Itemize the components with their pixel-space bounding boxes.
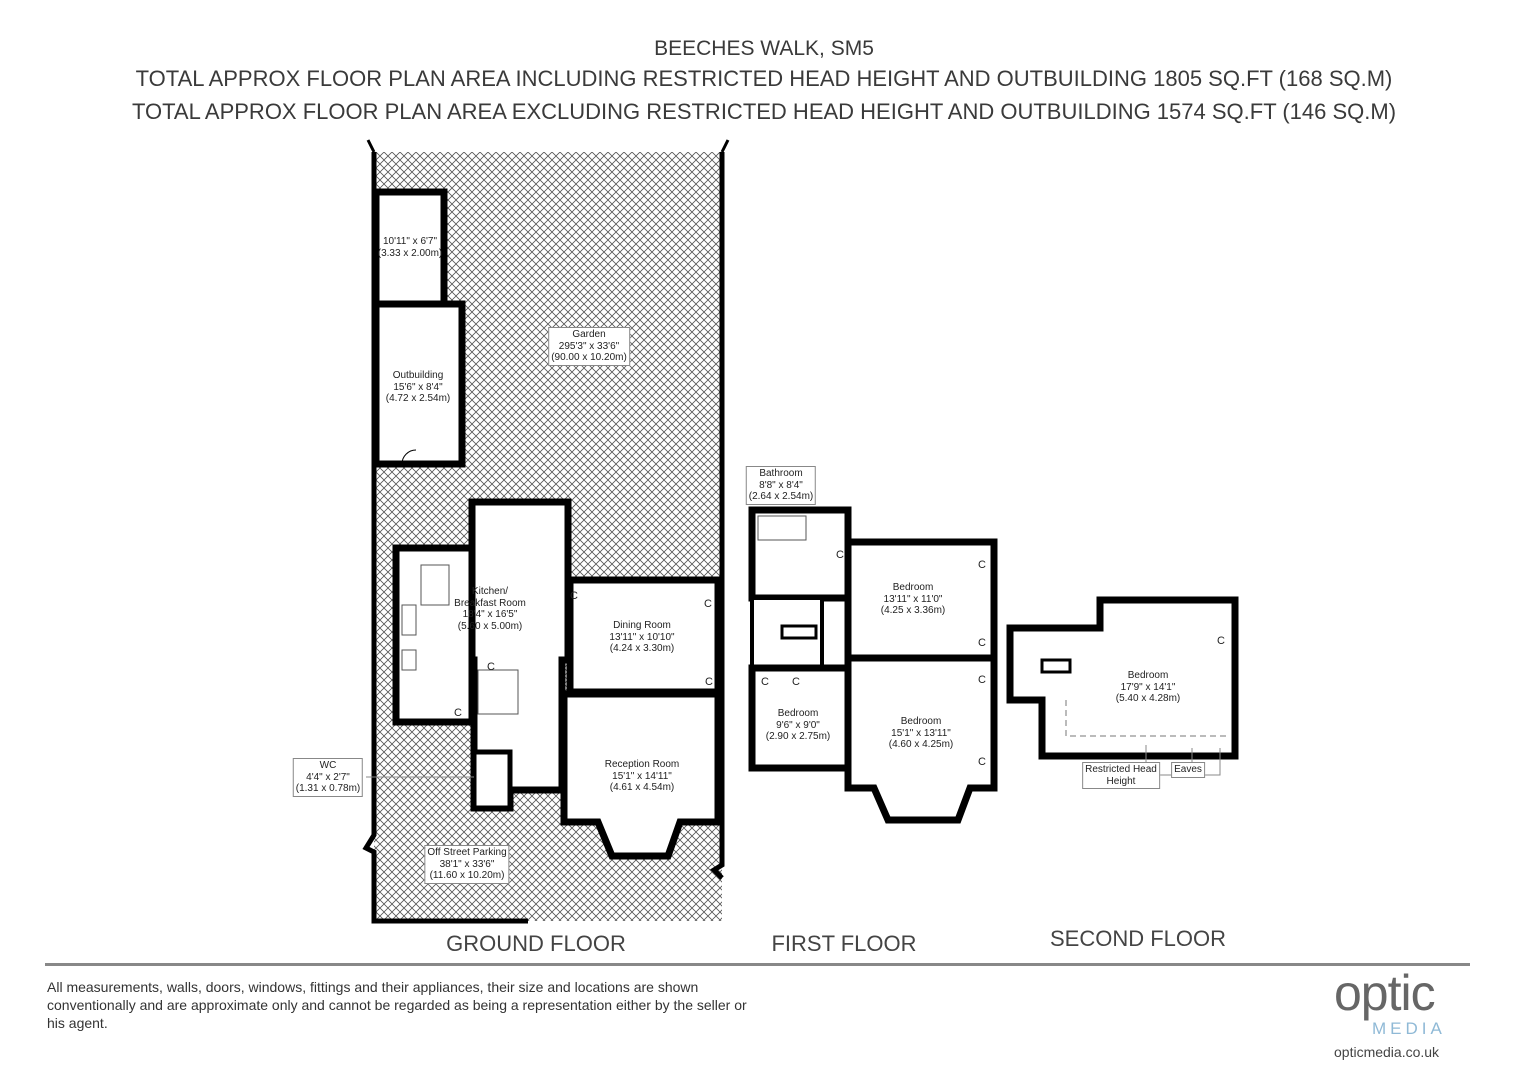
disclaimer: All measurements, walls, doors, windows,…: [47, 979, 747, 1031]
cupboard-marker: C: [570, 590, 578, 602]
cupboard-marker: C: [978, 674, 986, 686]
ground-floor-house: [392, 498, 722, 860]
cupboard-marker: C: [978, 559, 986, 571]
logo-url: opticmedia.co.uk: [1334, 1044, 1440, 1060]
room-label-store: 10'11" x 6'7"(3.33 x 2.00m): [377, 236, 443, 259]
cupboard-marker: C: [978, 756, 986, 768]
cupboard-marker: C: [454, 707, 462, 719]
cupboard-marker: C: [792, 676, 800, 688]
outbuilding: [372, 188, 466, 468]
restricted-head-leaders: [366, 745, 1221, 778]
cupboard-marker: C: [487, 661, 495, 673]
optic-media-logo: optic MEDIA opticmedia.co.uk: [1334, 965, 1474, 1072]
cupboard-marker: C: [1217, 635, 1225, 647]
footer-divider: [45, 963, 1470, 966]
first-floor-label: FIRST FLOOR: [771, 931, 917, 956]
area-excluding: TOTAL APPROX FLOOR PLAN AREA EXCLUDING R…: [131, 99, 1397, 124]
plan-title: BEECHES WALK, SM5: [654, 37, 874, 60]
cupboard-marker: C: [978, 637, 986, 649]
cupboard-marker: C: [836, 549, 844, 561]
cupboard-marker: C: [761, 676, 769, 688]
logo-sub-text: MEDIA: [1372, 1019, 1446, 1038]
second-floor: [1006, 596, 1239, 760]
cupboard-marker: C: [704, 598, 712, 610]
area-including: TOTAL APPROX FLOOR PLAN AREA INCLUDING R…: [135, 66, 1393, 91]
logo-main-text: optic: [1334, 965, 1436, 1021]
first-floor: [748, 506, 998, 824]
second-floor-label: SECOND FLOOR: [1049, 926, 1227, 951]
eaves-label: Eaves: [1171, 762, 1205, 778]
ground-floor-label: GROUND FLOOR: [446, 931, 626, 956]
cupboard-marker: C: [705, 676, 713, 688]
